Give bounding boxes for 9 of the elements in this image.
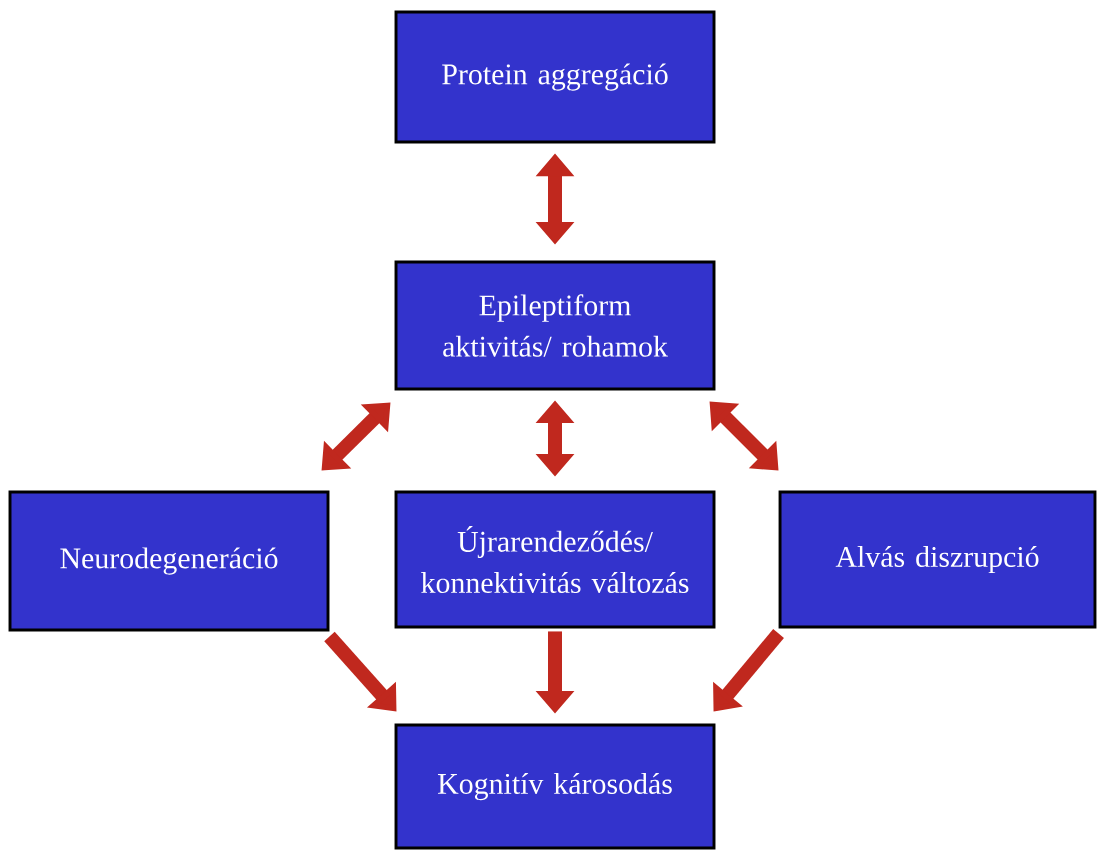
process-box: Kognitív károsodás: [394, 723, 716, 850]
arrow: [324, 631, 397, 712]
process-box: Újrarendeződés/ konnektivitás változás: [394, 490, 716, 629]
arrow: [321, 402, 391, 471]
process-box: Neurodegeneráció: [8, 490, 330, 632]
process-box: Epileptiform aktivitás/ rohamok: [394, 260, 716, 391]
process-box: Protein aggregáció: [394, 10, 716, 144]
process-box: Alvás diszrupció: [778, 490, 1097, 629]
arrow: [709, 401, 779, 471]
